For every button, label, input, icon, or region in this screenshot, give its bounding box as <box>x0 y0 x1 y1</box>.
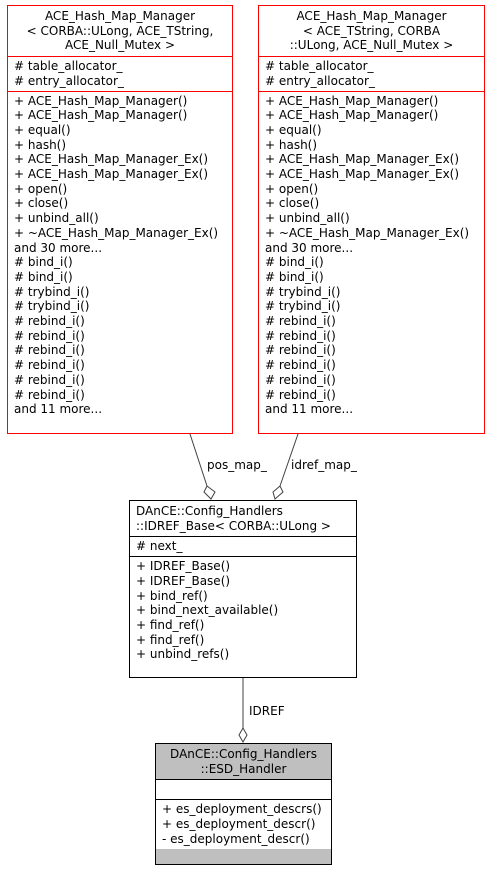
method-item: # rebind_i() <box>265 314 336 329</box>
method-item: # bind_i() <box>14 269 73 284</box>
method-item: + close() <box>14 196 69 211</box>
attribute-item: # table_allocator_ <box>14 59 123 74</box>
attribute-list: # table_allocator_ # entry_allocator_ <box>8 56 232 90</box>
title-line: DAnCE::Config_Handlers <box>170 747 317 761</box>
method-item: + ACE_Hash_Map_Manager() <box>265 93 439 108</box>
title-line: ::IDREF_Base< CORBA::ULong > <box>136 518 331 533</box>
more-methods-link[interactable]: and 30 more... <box>265 240 354 255</box>
method-item: # trybind_i() <box>265 299 341 314</box>
edge-idref-map <box>272 433 299 500</box>
attribute-item: # table_allocator_ <box>265 59 374 74</box>
class-box-idref-base[interactable]: DAnCE::Config_Handlers ::IDREF_Base< COR… <box>129 500 357 678</box>
more-methods-link[interactable]: and 11 more... <box>265 402 354 417</box>
method-item: # rebind_i() <box>14 372 85 387</box>
method-item: + IDREF_Base() <box>136 573 231 588</box>
method-item: + bind_next_available() <box>136 603 279 618</box>
aggregation-diamond-icon <box>203 485 216 500</box>
method-item: # rebind_i() <box>14 358 85 373</box>
edge-label-pos-map: pos_map_ <box>207 458 267 472</box>
more-methods-link[interactable]: and 11 more... <box>14 402 103 417</box>
aggregation-diamond-icon <box>238 726 248 744</box>
method-item: + equal() <box>14 122 71 137</box>
edge-label-idref-map: idref_map_ <box>291 458 357 472</box>
edge-pos-map <box>189 433 216 500</box>
class-title: DAnCE::Config_Handlers ::IDREF_Base< COR… <box>130 501 356 536</box>
class-title: DAnCE::Config_Handlers ::ESD_Handler <box>156 744 331 779</box>
attribute-list <box>156 779 331 800</box>
method-item: + hash() <box>14 137 67 152</box>
method-item: # bind_i() <box>265 269 324 284</box>
method-item: + ~ACE_Hash_Map_Manager_Ex() <box>265 225 470 240</box>
more-methods-link[interactable]: and 30 more... <box>14 240 103 255</box>
method-item: + ACE_Hash_Map_Manager() <box>14 108 188 123</box>
method-item: + close() <box>265 196 320 211</box>
attribute-item: # entry_allocator_ <box>265 73 375 88</box>
attribute-list: # next_ <box>130 536 356 556</box>
method-item: + es_deployment_descr() <box>162 817 316 832</box>
method-item: # rebind_i() <box>265 358 336 373</box>
method-item: + ACE_Hash_Map_Manager() <box>265 108 439 123</box>
method-item: + equal() <box>265 122 322 137</box>
title-line: ::ULong, ACE_Null_Mutex > <box>289 38 454 53</box>
method-item: + ACE_Hash_Map_Manager_Ex() <box>265 152 460 167</box>
aggregation-diamond-icon <box>272 485 284 500</box>
method-item: + ~ACE_Hash_Map_Manager_Ex() <box>14 225 219 240</box>
method-list: + es_deployment_descrs() + es_deployment… <box>156 799 331 849</box>
title-line: DAnCE::Config_Handlers <box>136 504 283 518</box>
edge-label-idref: IDREF <box>249 704 285 718</box>
class-box-hash-map-tstring-ulong[interactable]: ACE_Hash_Map_Manager < ACE_TString, CORB… <box>258 5 485 434</box>
attribute-item: # entry_allocator_ <box>14 73 124 88</box>
method-item: + IDREF_Base() <box>136 559 231 574</box>
class-box-esd-handler: DAnCE::Config_Handlers ::ESD_Handler + e… <box>155 743 332 865</box>
title-line: < ACE_TString, CORBA <box>302 23 441 38</box>
method-item: + open() <box>14 181 68 196</box>
method-item: # rebind_i() <box>14 343 85 358</box>
method-item: # bind_i() <box>265 255 324 270</box>
method-item: # rebind_i() <box>265 343 336 358</box>
method-item: # trybind_i() <box>14 299 90 314</box>
method-item: # rebind_i() <box>14 328 85 343</box>
method-list: + ACE_Hash_Map_Manager() + ACE_Hash_Map_… <box>8 90 232 419</box>
method-item: + unbind_refs() <box>136 647 230 662</box>
method-item: # rebind_i() <box>265 387 336 402</box>
method-item: # trybind_i() <box>14 284 90 299</box>
method-item: + open() <box>265 181 319 196</box>
method-item: + ACE_Hash_Map_Manager_Ex() <box>265 167 460 182</box>
method-item: # bind_i() <box>14 255 73 270</box>
method-item: # rebind_i() <box>14 314 85 329</box>
title-line: ::ESD_Handler <box>200 761 287 776</box>
method-item: + bind_ref() <box>136 588 208 603</box>
method-list: + IDREF_Base() + IDREF_Base() + bind_ref… <box>130 556 356 664</box>
edge-idref <box>238 678 248 744</box>
method-item: # rebind_i() <box>14 387 85 402</box>
title-line: ACE_Null_Mutex > <box>64 38 175 53</box>
class-box-hash-map-ulong-tstring[interactable]: ACE_Hash_Map_Manager < CORBA::ULong, ACE… <box>7 5 233 434</box>
class-title: ACE_Hash_Map_Manager < CORBA::ULong, ACE… <box>8 6 232 56</box>
method-item: # trybind_i() <box>265 284 341 299</box>
method-item: # rebind_i() <box>265 328 336 343</box>
method-list: + ACE_Hash_Map_Manager() + ACE_Hash_Map_… <box>259 90 484 419</box>
title-line: ACE_Hash_Map_Manager <box>296 9 447 23</box>
method-item: + unbind_all() <box>14 211 99 226</box>
method-item: + es_deployment_descrs() <box>162 802 322 817</box>
method-item: # rebind_i() <box>265 372 336 387</box>
method-item: + ACE_Hash_Map_Manager_Ex() <box>14 167 209 182</box>
method-item: + ACE_Hash_Map_Manager_Ex() <box>14 152 209 167</box>
title-line: < CORBA::ULong, ACE_TString, <box>26 23 214 38</box>
method-item: + hash() <box>265 137 318 152</box>
attribute-list: # table_allocator_ # entry_allocator_ <box>259 56 484 90</box>
method-item: - es_deployment_descr() <box>162 831 310 846</box>
method-item: + find_ref() <box>136 632 205 647</box>
title-line: ACE_Hash_Map_Manager <box>44 9 196 23</box>
method-item: + find_ref() <box>136 617 205 632</box>
attribute-item: # next_ <box>136 539 183 554</box>
method-item: + ACE_Hash_Map_Manager() <box>14 93 188 108</box>
class-title: ACE_Hash_Map_Manager < ACE_TString, CORB… <box>259 6 484 56</box>
method-item: + unbind_all() <box>265 211 350 226</box>
